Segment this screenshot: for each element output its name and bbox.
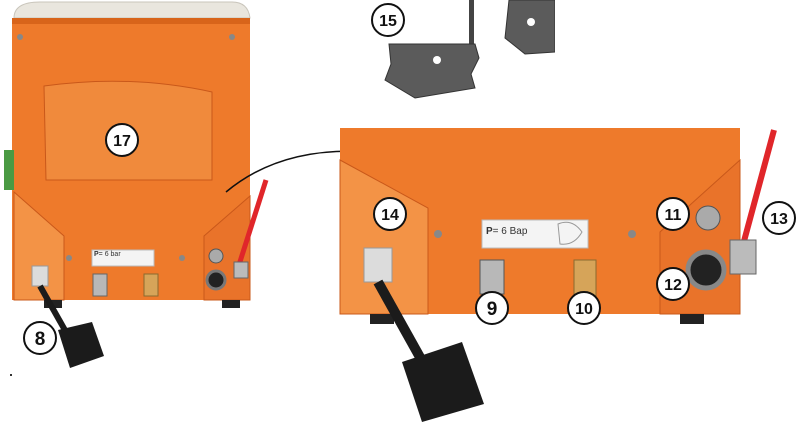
callout-12: 12 (655, 266, 691, 302)
detail-valve-handle (740, 130, 774, 256)
svg-text:15: 15 (379, 13, 397, 30)
valve-port (209, 249, 223, 263)
detail-valve-port (696, 206, 720, 230)
machine-lid (14, 2, 250, 18)
callout-13: 13 (761, 200, 797, 236)
callout-9: 9 (474, 290, 510, 326)
side-panel (4, 150, 14, 190)
disc-right (505, 0, 555, 54)
svg-text:14: 14 (381, 207, 399, 224)
screw-icon (17, 34, 23, 40)
foot (222, 300, 240, 308)
svg-text:13: 13 (770, 211, 788, 228)
detail-cable-gland (364, 248, 392, 282)
machine-detail-view (330, 120, 800, 422)
power-plug (58, 322, 104, 368)
callout-15: 15 (370, 2, 406, 38)
small-plate-text: P= 6 bar (94, 251, 121, 258)
callout-11: 11 (655, 196, 691, 232)
svg-text:10: 10 (575, 301, 593, 318)
svg-text:12: 12 (664, 277, 682, 294)
outlet-port (207, 271, 225, 289)
svg-text:9: 9 (487, 299, 498, 320)
svg-text:11: 11 (665, 207, 682, 224)
cable-gland (32, 266, 48, 286)
silencer (144, 274, 158, 296)
detail-outlet-port (688, 252, 724, 288)
disc-left (385, 44, 479, 98)
svg-text:17: 17 (113, 133, 131, 150)
detail-air-connector (480, 260, 504, 294)
screw-icon (434, 230, 442, 238)
callout-8: 8 (22, 320, 58, 356)
svg-text:8: 8 (35, 329, 46, 350)
screw-icon (628, 230, 636, 238)
air-connector (93, 274, 107, 296)
callout-10: 10 (566, 290, 602, 326)
screw-icon (179, 255, 185, 261)
screw-icon (229, 34, 235, 40)
screw-icon (66, 255, 72, 261)
callout-17: 17 (104, 122, 140, 158)
large-plate-text: P= 6 Bap (486, 226, 527, 237)
callout-14: 14 (372, 196, 408, 232)
